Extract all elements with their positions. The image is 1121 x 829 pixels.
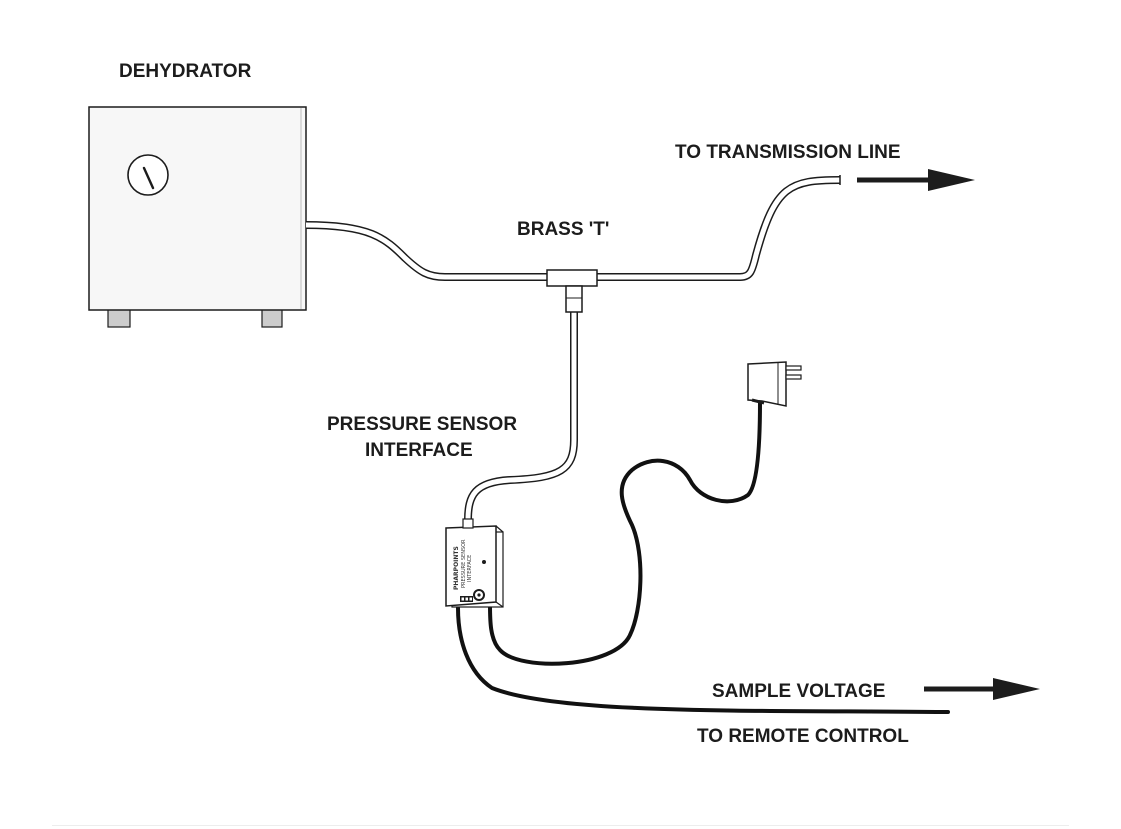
- remote-control-cable: [456, 606, 950, 714]
- power-cable: [488, 400, 762, 666]
- device-model-line2: INTERFACE: [467, 555, 473, 582]
- pressure-sensor-label-line1: PRESSURE SENSOR: [327, 414, 517, 435]
- dehydrator-label: DEHYDRATOR: [119, 61, 252, 82]
- pressure-sensor-label-line2: INTERFACE: [365, 440, 473, 461]
- brass-t-fitting: [546, 269, 598, 313]
- pressure-sensor-interface-box: PHARPOINTS PRESSURE SENSOR INTERFACE: [445, 518, 504, 608]
- tube-dehydrator-to-tee: [305, 221, 548, 281]
- pressure-gauge-icon: [127, 154, 169, 196]
- arrow-right-icon: [857, 169, 975, 191]
- cables: [456, 400, 950, 714]
- arrow-right-icon: [924, 678, 1040, 700]
- to-transmission-line-label: TO TRANSMISSION LINE: [675, 142, 901, 163]
- power-plug-icon: [747, 361, 802, 407]
- to-remote-control-label: TO REMOTE CONTROL: [697, 726, 909, 747]
- status-led-icon: [482, 560, 486, 564]
- bottom-divider: [52, 825, 1069, 826]
- dehydrator-foot-right: [261, 308, 283, 328]
- dehydrator-cabinet: [88, 106, 307, 311]
- dehydrator-foot-left: [107, 308, 131, 328]
- tube-tee-to-transmission-line: [596, 176, 841, 281]
- sample-voltage-label: SAMPLE VOLTAGE: [712, 681, 885, 702]
- dehydrator-unit: [88, 106, 307, 328]
- device-brand: PHARPOINTS: [453, 546, 460, 590]
- device-model-line1: PRESSURE SENSOR: [461, 539, 467, 588]
- air-tubing: [305, 175, 841, 521]
- brass-t-label: BRASS 'T': [517, 219, 609, 240]
